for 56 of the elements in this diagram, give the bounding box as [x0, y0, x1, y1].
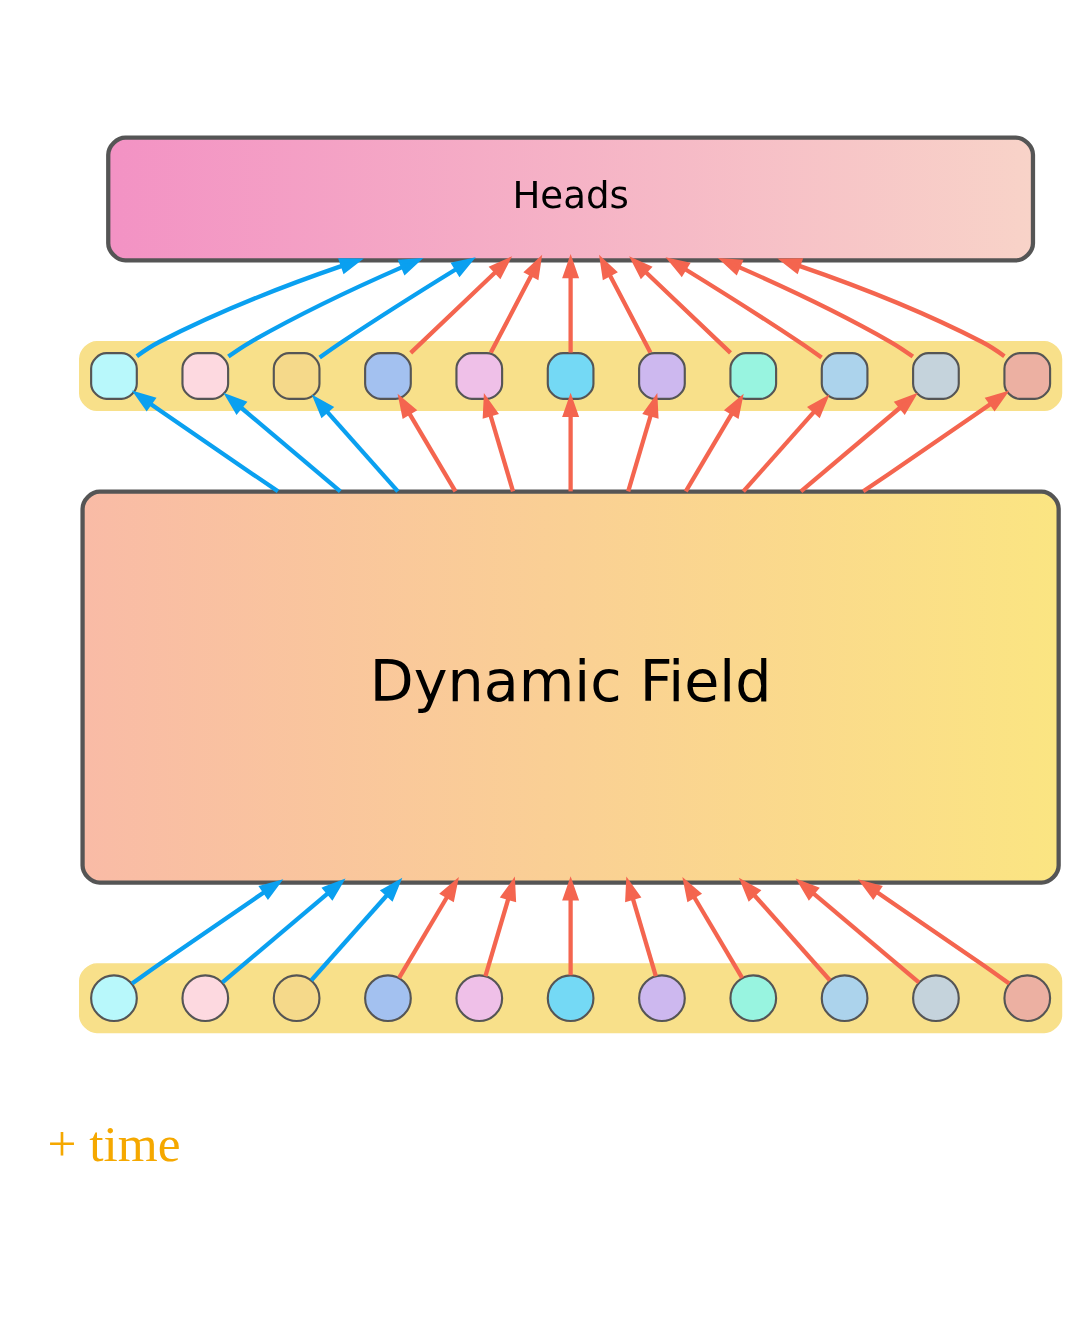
arrow [488, 254, 543, 354]
node-box [820, 352, 869, 400]
node-circle [729, 974, 778, 1023]
node-box [912, 352, 960, 400]
arrow [777, 258, 1006, 358]
arrow [227, 257, 424, 359]
arrow [483, 876, 517, 977]
arrow [562, 876, 580, 976]
node-box: Dynamic Field [80, 489, 1061, 885]
node-box [638, 352, 686, 400]
node-box [729, 352, 778, 400]
node-box [272, 352, 321, 400]
arrow [318, 257, 476, 360]
arrow [682, 877, 744, 980]
node-circle [638, 974, 686, 1023]
node-circle [90, 974, 138, 1023]
node-box [546, 352, 595, 400]
arrow [799, 392, 918, 493]
label: + time [47, 1114, 181, 1172]
arrow [626, 393, 659, 492]
arrow [857, 879, 1011, 986]
arrow [562, 392, 580, 492]
node-circle [820, 974, 869, 1023]
arrow [562, 254, 580, 353]
arrow [135, 258, 364, 358]
arrow [309, 877, 403, 982]
node-box [364, 352, 412, 400]
node-box [1003, 352, 1052, 400]
arrow [130, 879, 284, 986]
arrow [397, 393, 458, 493]
arrow [625, 876, 658, 977]
node-circle [546, 974, 595, 1023]
arrow [599, 254, 653, 354]
node-circle [181, 974, 230, 1023]
node-box [90, 352, 138, 400]
cluster [79, 963, 1063, 1034]
node-circle [364, 974, 412, 1023]
node-circle [272, 974, 321, 1023]
node-box [181, 352, 230, 400]
arrow [862, 390, 1010, 494]
arrow [717, 257, 915, 359]
arrow [665, 257, 823, 360]
arrow [795, 878, 921, 984]
node-box [455, 352, 504, 400]
arrow [311, 394, 400, 493]
node-box: Heads [106, 135, 1036, 263]
arrow [397, 877, 459, 980]
arrow [683, 393, 744, 493]
arrow [131, 390, 280, 494]
node-circle [455, 974, 504, 1023]
node-circle [1003, 974, 1052, 1023]
arrow [482, 393, 516, 492]
arrow [741, 394, 830, 493]
node-circle [912, 974, 960, 1023]
arrow [221, 878, 346, 984]
arrow [223, 392, 342, 493]
